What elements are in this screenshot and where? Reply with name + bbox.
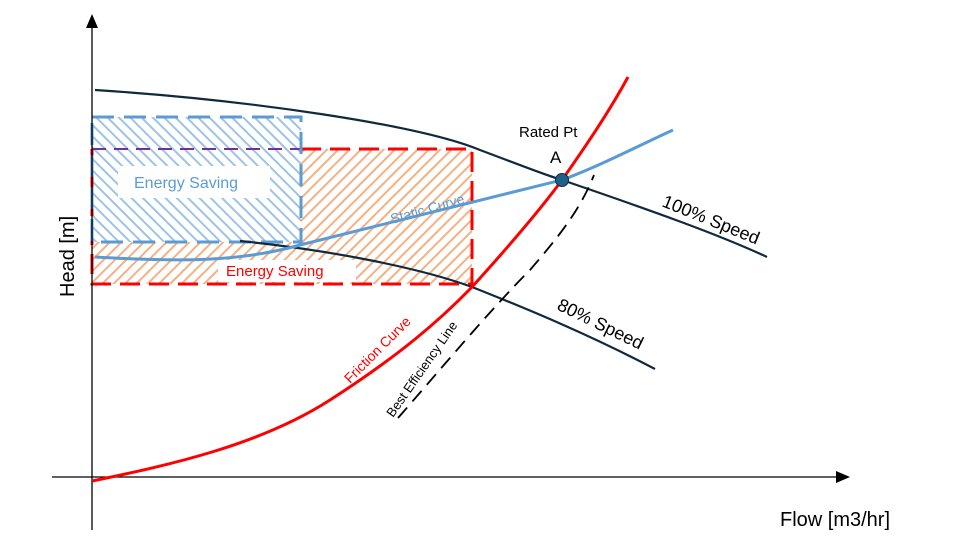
energy-saving-blue-label-bg [118, 166, 270, 198]
static-curve [94, 128, 674, 262]
x-axis-label: Flow [m3/hr] [780, 509, 890, 531]
friction-curve [91, 76, 630, 483]
speed-80-label: 80% Speed [554, 295, 646, 354]
blue-dashed-outline [90, 115, 303, 244]
y-axis-label: Head [m] [57, 216, 79, 297]
best-efficiency-line [397, 174, 595, 419]
point-a-label: A [550, 148, 562, 167]
energy-saving-red-label: Energy Saving [226, 263, 324, 280]
energy-saving-blue-label: Energy Saving [134, 175, 238, 192]
rated-point-label: Rated Pt [519, 124, 578, 141]
curve-100-speed [94, 88, 768, 258]
y-axis-arrow-icon [86, 14, 98, 28]
rated-point-a-marker [555, 173, 569, 187]
x-axis-arrow-icon [836, 471, 850, 483]
energy-saving-red-label-bg [218, 260, 356, 282]
